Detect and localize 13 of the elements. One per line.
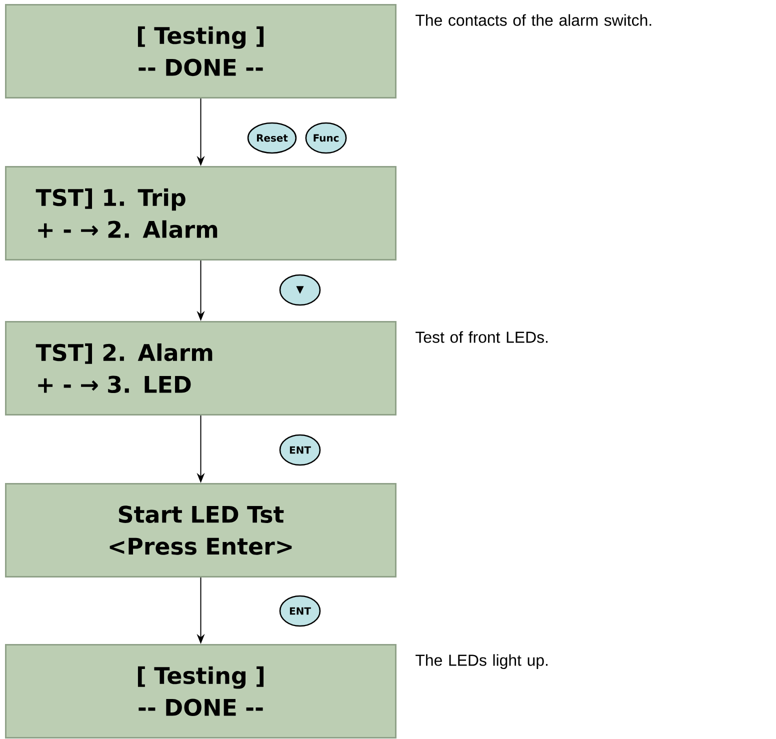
note-text: The contacts of the alarm switch. xyxy=(416,14,652,26)
key-button: Func xyxy=(305,122,347,154)
lcd-display-box: [ Testing ] -- DONE -- xyxy=(5,4,396,98)
note-text: Test of front LEDs. xyxy=(416,331,548,343)
key-button: Reset xyxy=(247,122,297,154)
key-button: ▼ xyxy=(279,274,321,306)
lcd-display-box: TST] 1. Trip + - → 2. Alarm xyxy=(5,166,396,260)
note-text: The LEDs light up. xyxy=(416,654,548,670)
lcd-display-box: [ Testing ] -- DONE -- xyxy=(5,644,396,738)
key-button: ENT xyxy=(279,434,321,466)
key-button: ENT xyxy=(279,595,321,627)
lcd-display-box: Start LED Tst <Press Enter> xyxy=(5,483,396,578)
lcd-display-box: TST] 2. Alarm + - → 3. LED xyxy=(5,321,396,416)
